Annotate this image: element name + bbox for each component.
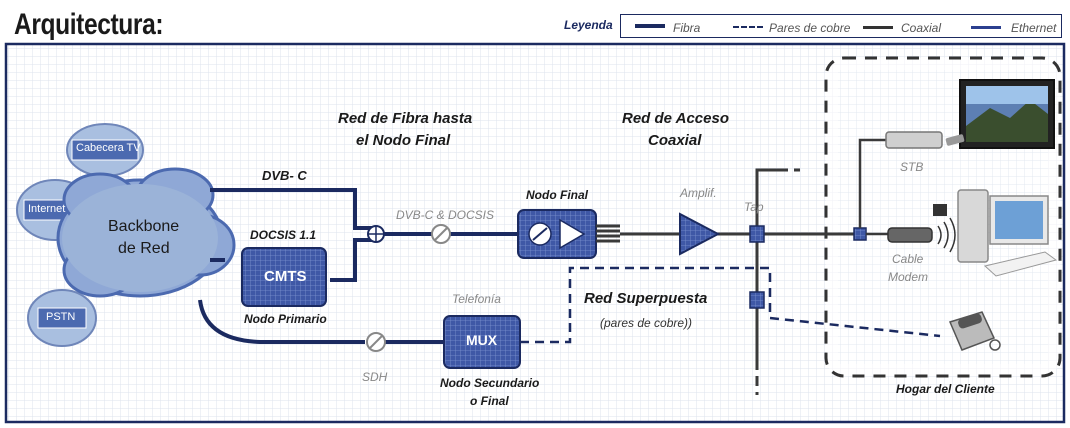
red-fibra-title-2: el Nodo Final — [356, 132, 451, 149]
copper-overlay — [568, 266, 941, 338]
red-fibra-title-1: Red de Fibra hasta — [338, 110, 473, 127]
page-title: Arquitectura: — [14, 8, 164, 41]
legend-box: Fibra Pares de cobre Coaxial Ethernet — [620, 14, 1062, 38]
fiber-lines — [198, 188, 520, 344]
backbone-label-2: de Red — [118, 240, 170, 257]
phone-icon — [948, 311, 1001, 351]
cable-modem-label-1: Cable — [892, 252, 924, 266]
nodo-secundario-label-1: Nodo Secundario — [440, 376, 540, 390]
legend-coax-line — [863, 26, 893, 29]
cmts-label: CMTS — [264, 268, 307, 285]
backbone-label-1: Backbone — [108, 218, 180, 235]
red-acceso-title-1: Red de Acceso — [622, 110, 729, 127]
sdh-label: SDH — [362, 370, 388, 384]
legend-title: Leyenda — [564, 18, 613, 32]
cmts-box — [241, 247, 327, 307]
tap-2 — [749, 291, 765, 309]
cable-modem-icon — [887, 204, 956, 253]
telefonia-label: Telefonía — [452, 292, 501, 306]
cable-modem-label-2: Modem — [888, 270, 929, 284]
stb-label: STB — [900, 160, 924, 174]
legend-copper-label: Pares de cobre — [769, 21, 851, 35]
legend-ethernet-line — [971, 26, 1001, 29]
amplif-label: Amplif. — [680, 186, 717, 200]
mux-box — [443, 315, 521, 369]
legend-fiber-label: Fibra — [673, 21, 701, 35]
nodo-secundario-label-2: o Final — [470, 394, 509, 408]
mux-label: MUX — [466, 332, 498, 348]
tv-icon — [959, 79, 1055, 149]
nodo-primario-label: Nodo Primario — [244, 312, 327, 326]
legend: Leyenda Fibra Pares de cobre Coaxial Eth… — [560, 12, 1064, 38]
hogar-label: Hogar del Cliente — [896, 382, 995, 396]
amplifier — [679, 212, 721, 256]
cloud-cabecera-tv — [66, 123, 144, 177]
dvbc-label: DVB- C — [262, 168, 307, 183]
nodo-final-box — [517, 209, 597, 259]
dvbc-docsis-label: DVB-C & DOCSIS — [396, 208, 495, 222]
legend-fiber-line — [635, 24, 665, 28]
nodo-final-label: Nodo Final — [526, 188, 588, 202]
cloud-backbone — [56, 167, 236, 298]
home-wiring — [858, 138, 890, 236]
red-acceso-title-2: Coaxial — [648, 132, 702, 149]
legend-ethernet-label: Ethernet — [1011, 21, 1057, 35]
pc-icon — [957, 189, 1058, 277]
docsis-label: DOCSIS 1.1 — [250, 228, 317, 242]
pares-cobre-label: (pares de cobre)) — [600, 316, 693, 330]
legend-coax-label: Coaxial — [901, 21, 942, 35]
home-splitter — [853, 227, 867, 241]
internet-label: Internet — [28, 203, 66, 215]
tap-1 — [749, 225, 765, 243]
red-superpuesta-label: Red Superpuesta — [584, 290, 708, 307]
stb-icon — [885, 131, 965, 149]
legend-copper-line — [733, 26, 763, 28]
cloud-pstn — [27, 289, 97, 347]
tap-label: Tap — [744, 200, 764, 214]
cabecera-tv-label: Cabecera TV — [76, 142, 141, 154]
pstn-label: PSTN — [46, 311, 76, 323]
